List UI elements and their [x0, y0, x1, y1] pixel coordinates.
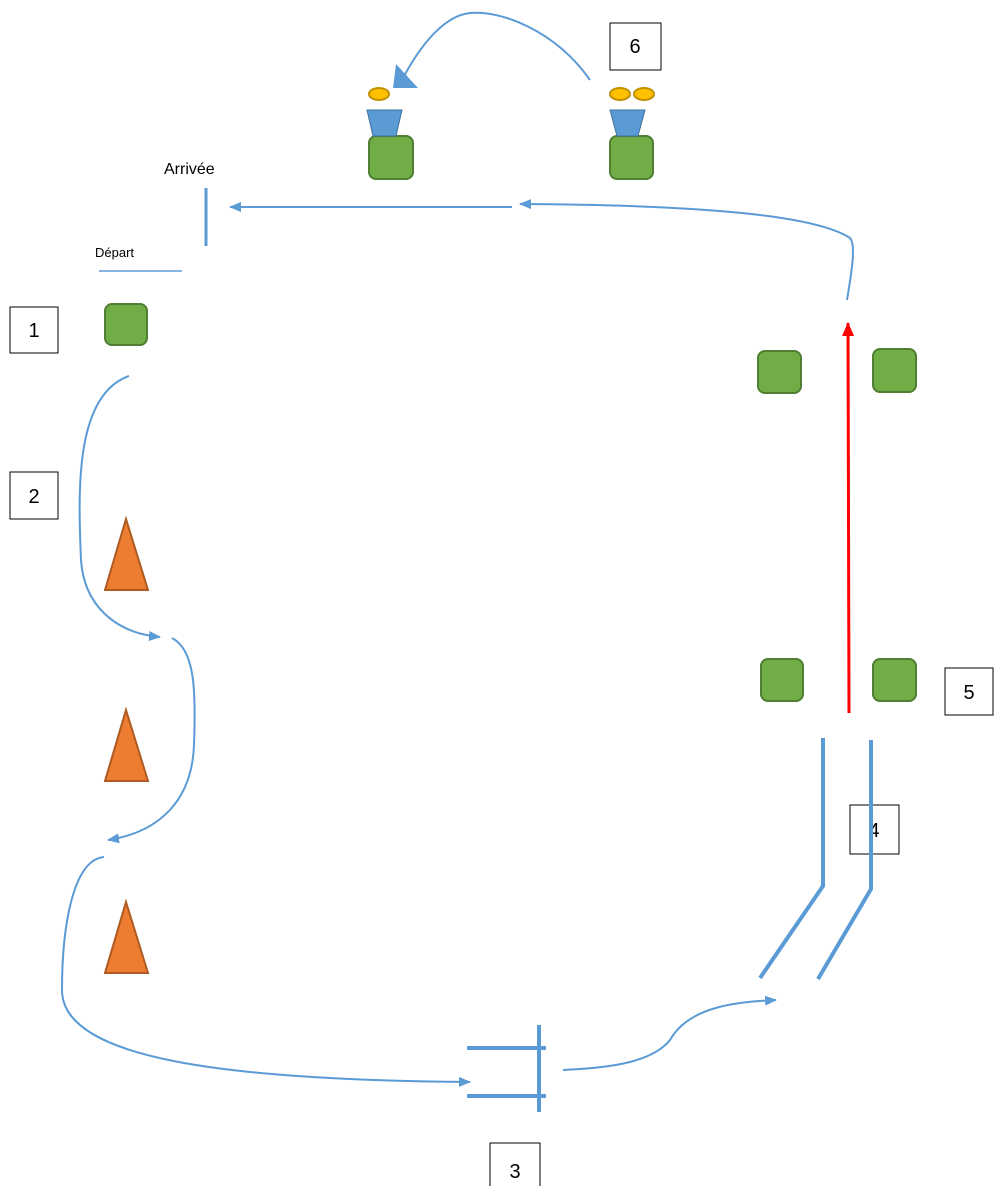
orange-cone-icon — [103, 706, 150, 782]
station-5-box: 5 — [944, 667, 994, 716]
yellow-ball-icon — [609, 87, 631, 101]
highlight-arrow — [842, 322, 855, 714]
station-6-box: 6 — [609, 22, 662, 71]
orange-cone-icon — [103, 898, 150, 974]
arrivee-label: Arrivée — [164, 161, 215, 178]
path-arrow — [519, 199, 854, 301]
path-arrow — [562, 995, 777, 1071]
green-block-icon — [760, 658, 804, 702]
corridor-obstacle — [758, 738, 873, 981]
station-4-box: 4 — [849, 804, 900, 855]
blue-bucket-icon — [366, 109, 403, 137]
depart-label: Départ — [95, 245, 134, 260]
path-arrow — [107, 637, 196, 844]
station-3-box: 3 — [489, 1142, 541, 1186]
station-1-box: 1 — [9, 306, 59, 354]
throw-arrow — [401, 11, 591, 81]
station-1-number: 1 — [28, 320, 39, 342]
throw-arrowhead — [393, 64, 418, 88]
green-block-icon — [757, 350, 802, 394]
station-4-number: 4 — [868, 820, 879, 842]
yellow-ball-icon — [633, 87, 655, 101]
green-block-icon — [368, 135, 414, 180]
path-arrow — [78, 375, 161, 642]
blue-bucket-icon — [609, 109, 646, 137]
green-block-icon — [104, 303, 148, 346]
green-block-icon — [872, 348, 917, 393]
station-2-number: 2 — [28, 486, 39, 508]
station-6-number: 6 — [629, 36, 640, 58]
station-2-box: 2 — [9, 471, 59, 520]
station-5-number: 5 — [963, 682, 974, 704]
orange-cone-icon — [103, 515, 150, 591]
hurdle-obstacle — [467, 1025, 546, 1112]
station-3-number: 3 — [509, 1161, 520, 1183]
green-block-icon — [609, 135, 654, 180]
path-arrow — [60, 856, 471, 1087]
yellow-ball-icon — [368, 87, 390, 101]
green-block-icon — [872, 658, 917, 702]
